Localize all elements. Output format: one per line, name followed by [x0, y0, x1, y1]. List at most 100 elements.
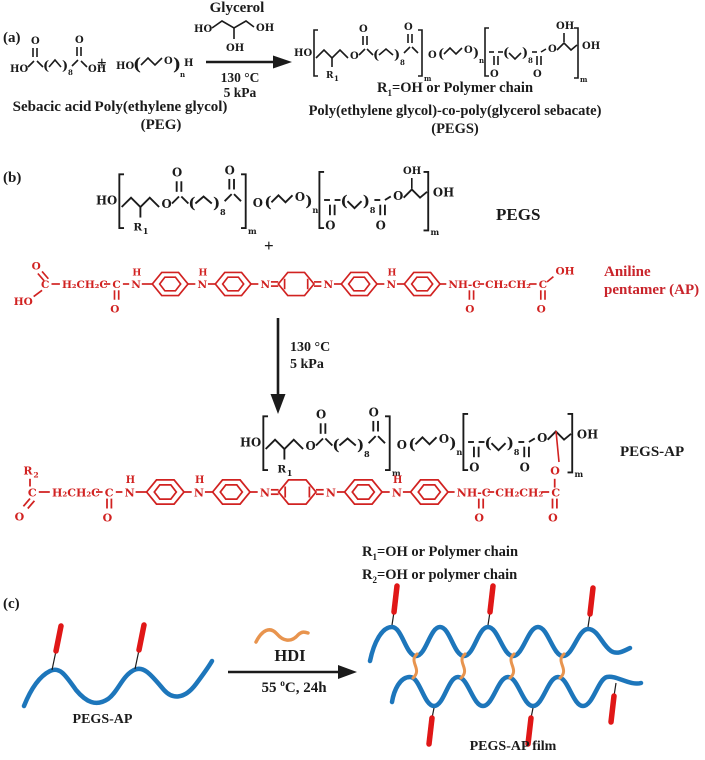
paren: (	[503, 46, 509, 61]
atom-label: OH	[577, 427, 598, 441]
network-top-chain	[367, 624, 633, 664]
bond-lines	[468, 290, 475, 300]
atom-label: H₂CH₂C	[52, 486, 100, 499]
atom-label: CH₂CH₂	[485, 279, 531, 291]
bond-lines	[194, 195, 213, 205]
panel-label-a: (a)	[3, 30, 21, 46]
atom-label: O	[110, 303, 119, 315]
atom-label: O	[316, 408, 326, 422]
bond-lines	[462, 412, 480, 472]
atom-label: O	[537, 303, 546, 315]
sebacic-acid-structure: HO O ( ) 8 O OH	[10, 35, 106, 77]
subscript: 8	[514, 447, 520, 457]
bond-lines	[313, 281, 322, 287]
peg-caption: Poly(ethylene glycol) (PEG)	[90, 99, 232, 134]
bond-lines	[556, 27, 579, 79]
peg-structure: HO ( O ) n H	[116, 55, 193, 79]
atom-label: O	[172, 166, 182, 180]
bond-lines	[411, 29, 423, 77]
paren: )	[213, 194, 220, 212]
atom-label: N	[323, 279, 333, 291]
atom-label: N	[326, 486, 336, 499]
bond-lines	[378, 47, 394, 56]
ap-left-end: C O HO	[14, 260, 60, 308]
atom-label: C	[41, 279, 49, 291]
subscript: n	[479, 56, 484, 65]
bond-lines	[366, 48, 374, 56]
subscript: m	[575, 469, 584, 479]
bond-lines	[262, 415, 304, 472]
atom-label: H	[388, 268, 397, 279]
paren: )	[394, 48, 400, 63]
bond-lines	[377, 415, 391, 472]
subscript: m	[580, 75, 588, 84]
paren: (	[438, 47, 444, 62]
hdi-crosslinks	[411, 652, 566, 680]
ap-core: H₂CH₂C C O N H N H N	[62, 268, 537, 315]
pegs-ap-film-network	[367, 583, 644, 747]
atom-label: H	[195, 475, 204, 486]
atom-label: O	[548, 512, 558, 525]
atom-label: OH	[433, 185, 454, 199]
subscript: 8	[364, 449, 370, 459]
aniline-pentamer-structure: H₂CH₂C C O N H N H N	[52, 475, 550, 525]
ap-right-end: C OH O	[537, 266, 575, 316]
pegs-product-a-pendant-oh: OH	[556, 21, 574, 42]
ap-core: H₂CH₂C C O N H N H N	[52, 475, 550, 525]
pegs-abbrev: (PEGS)	[431, 120, 479, 137]
bond-lines	[346, 200, 363, 210]
subscript: n	[312, 205, 318, 215]
paren: (	[484, 434, 491, 452]
atom-label: H	[184, 58, 193, 69]
bond-lines	[508, 52, 522, 61]
glycerol-label: Glycerol	[209, 0, 265, 16]
conditions-b: 130 °C 5 kPa	[290, 339, 330, 373]
hdi-label: HDI	[274, 646, 306, 665]
atom-label: OH	[556, 21, 574, 32]
atom-label: O	[537, 431, 547, 445]
subscript: 1	[143, 226, 149, 236]
plus-sign-b: +	[264, 236, 274, 255]
atom-label: O	[32, 260, 41, 272]
subscript: n	[180, 70, 185, 79]
bond-lines	[211, 20, 255, 39]
benzene-ring	[211, 479, 252, 505]
atom-label: O	[103, 512, 113, 525]
atom-label: O	[393, 189, 403, 203]
bond-lines	[443, 46, 463, 56]
aniline-pentamer-top: H₂CH₂C C O N H N H N	[14, 260, 575, 315]
network-bottom-chain	[389, 674, 644, 709]
subscript: 1	[334, 74, 339, 83]
quinoid-ring	[277, 271, 316, 297]
bond-lines	[106, 498, 113, 509]
atom-label: OH	[256, 23, 274, 34]
hdi-squiggle	[254, 628, 310, 644]
conditions-a: 130 °C 5 kPa	[204, 70, 276, 100]
benzene-ring	[145, 479, 186, 505]
atom-label: O	[325, 218, 335, 232]
atom-label: O	[439, 432, 449, 446]
pegs-ap-label: PEGS-AP	[620, 444, 685, 460]
atom-label: O	[397, 438, 407, 452]
temperature: 130 °C	[220, 70, 260, 85]
atom-label: N	[386, 279, 396, 291]
pegs-ap-film-caption: PEGS-AP film	[469, 739, 557, 754]
aniline-pentamer-label: Aniline pentamer (AP)	[604, 264, 699, 299]
atom-label: H	[132, 268, 141, 279]
ap-right-end: C O O	[548, 464, 560, 524]
paren: )	[363, 192, 370, 210]
r-group-definitions: R1=OH or Polymer chain R2=OH or polymer …	[362, 543, 518, 590]
bond-lines	[484, 27, 499, 77]
bond-lines	[316, 488, 324, 496]
peg-caption-line1: Poly(ethylene glycol)	[94, 99, 228, 115]
paren: )	[507, 434, 514, 452]
bond-lines	[171, 181, 183, 205]
bond-lines	[532, 51, 542, 65]
paren: )	[305, 192, 312, 210]
atom-label: R	[133, 221, 142, 233]
atom-label: C	[539, 279, 547, 291]
atom-label: C	[112, 279, 120, 291]
atom-label: HO	[294, 48, 312, 59]
subscript: 8	[400, 58, 405, 67]
atom-label: O	[359, 24, 368, 35]
